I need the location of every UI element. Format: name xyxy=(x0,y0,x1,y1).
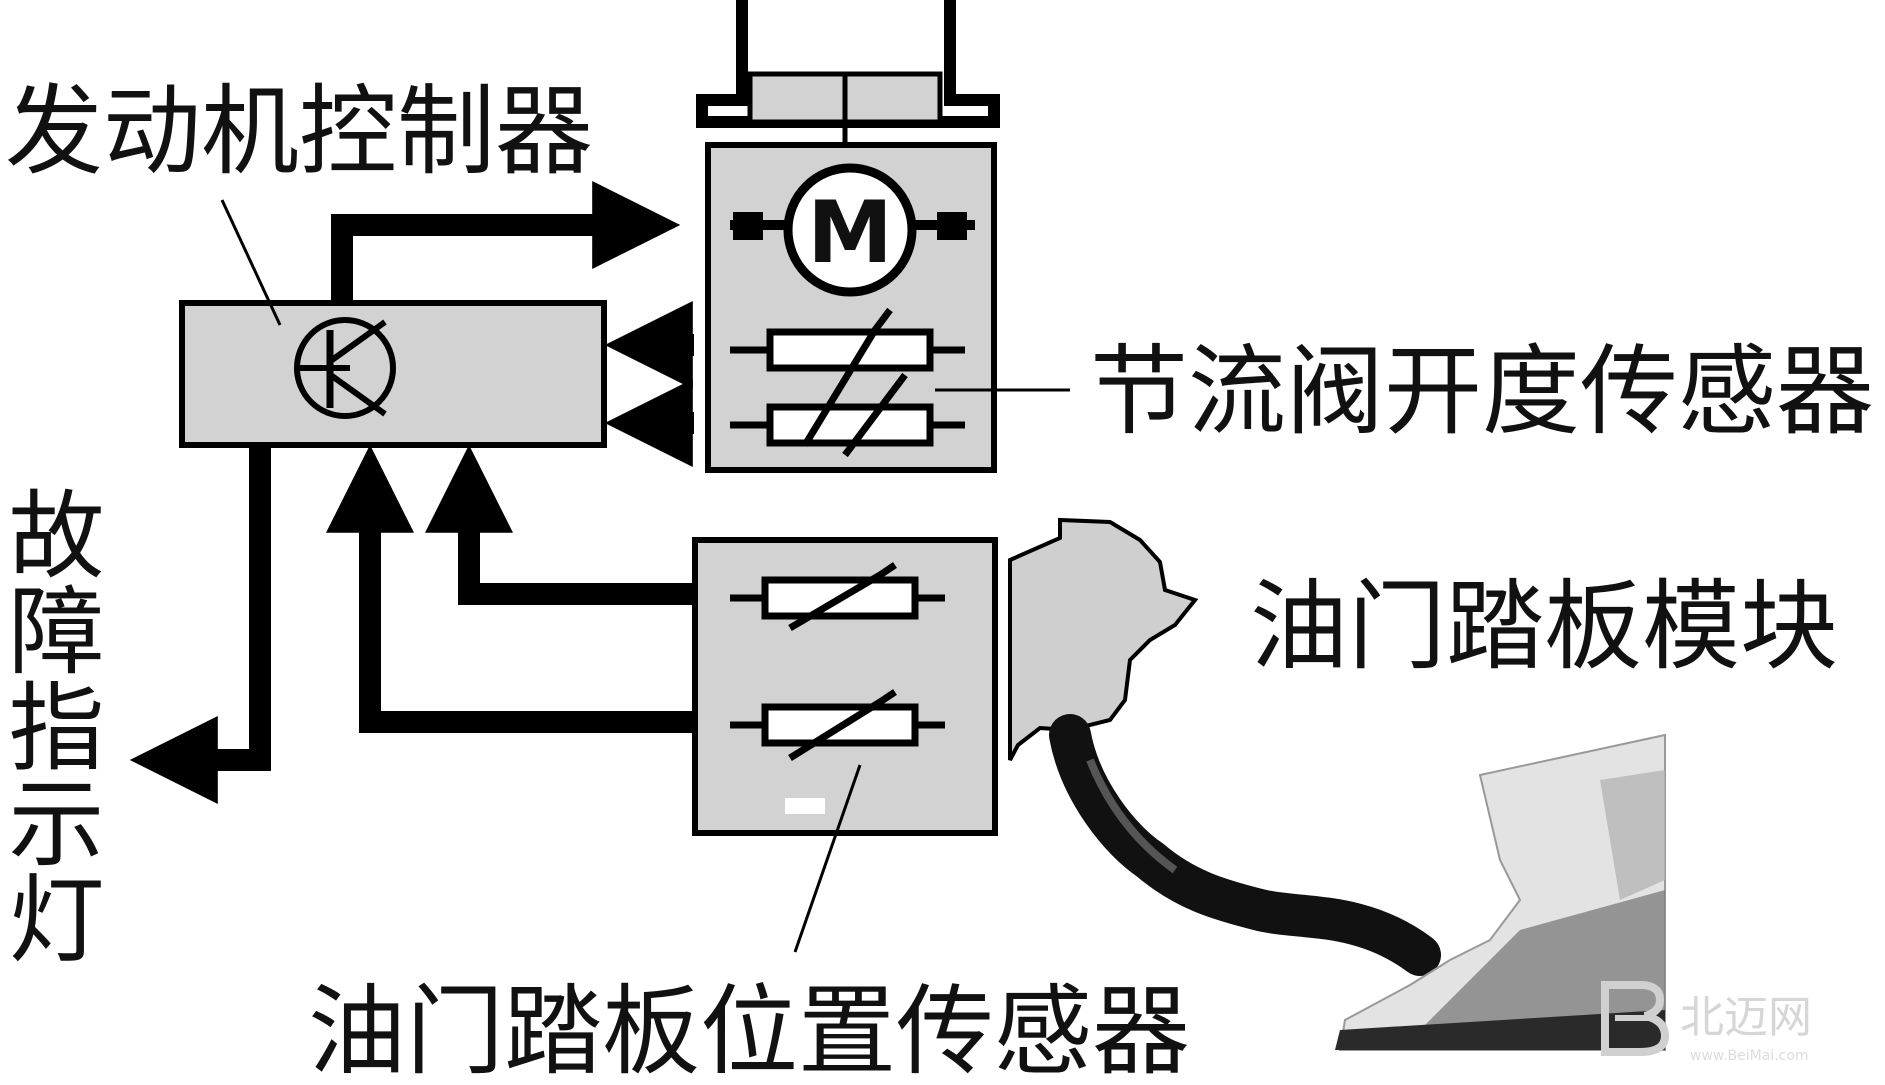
foot-icon xyxy=(1335,733,1666,1051)
throttle-sensor-label: 节流阀开度传感器 xyxy=(1090,335,1874,449)
pedal-module-label: 油门踏板模块 xyxy=(1250,570,1838,684)
potentiometer-icon xyxy=(730,307,965,458)
watermark-text: 北迈网 xyxy=(1680,992,1812,1043)
signal-lines xyxy=(129,181,695,804)
pedal-potentiometer-icon xyxy=(730,562,945,814)
engine-controller-box xyxy=(179,300,607,448)
accelerator-pedal-icon xyxy=(1008,517,1441,976)
fault-lamp-label: 故障指示灯 xyxy=(0,485,104,965)
throttle-body: M xyxy=(696,0,1000,473)
pedal-position-sensor-label: 油门踏板位置传感器 xyxy=(308,975,1190,1081)
engine-controller-label: 发动机控制器 xyxy=(5,75,593,189)
pedal-sensor-box xyxy=(692,537,998,836)
transistor-icon xyxy=(294,317,396,419)
watermark-logo-icon xyxy=(1601,981,1670,1056)
watermark-subtext: www.BeiMai.com xyxy=(1690,1048,1809,1064)
leader-lines xyxy=(220,199,1070,953)
motor-label: M xyxy=(807,183,893,283)
motor-icon: M xyxy=(730,163,975,297)
